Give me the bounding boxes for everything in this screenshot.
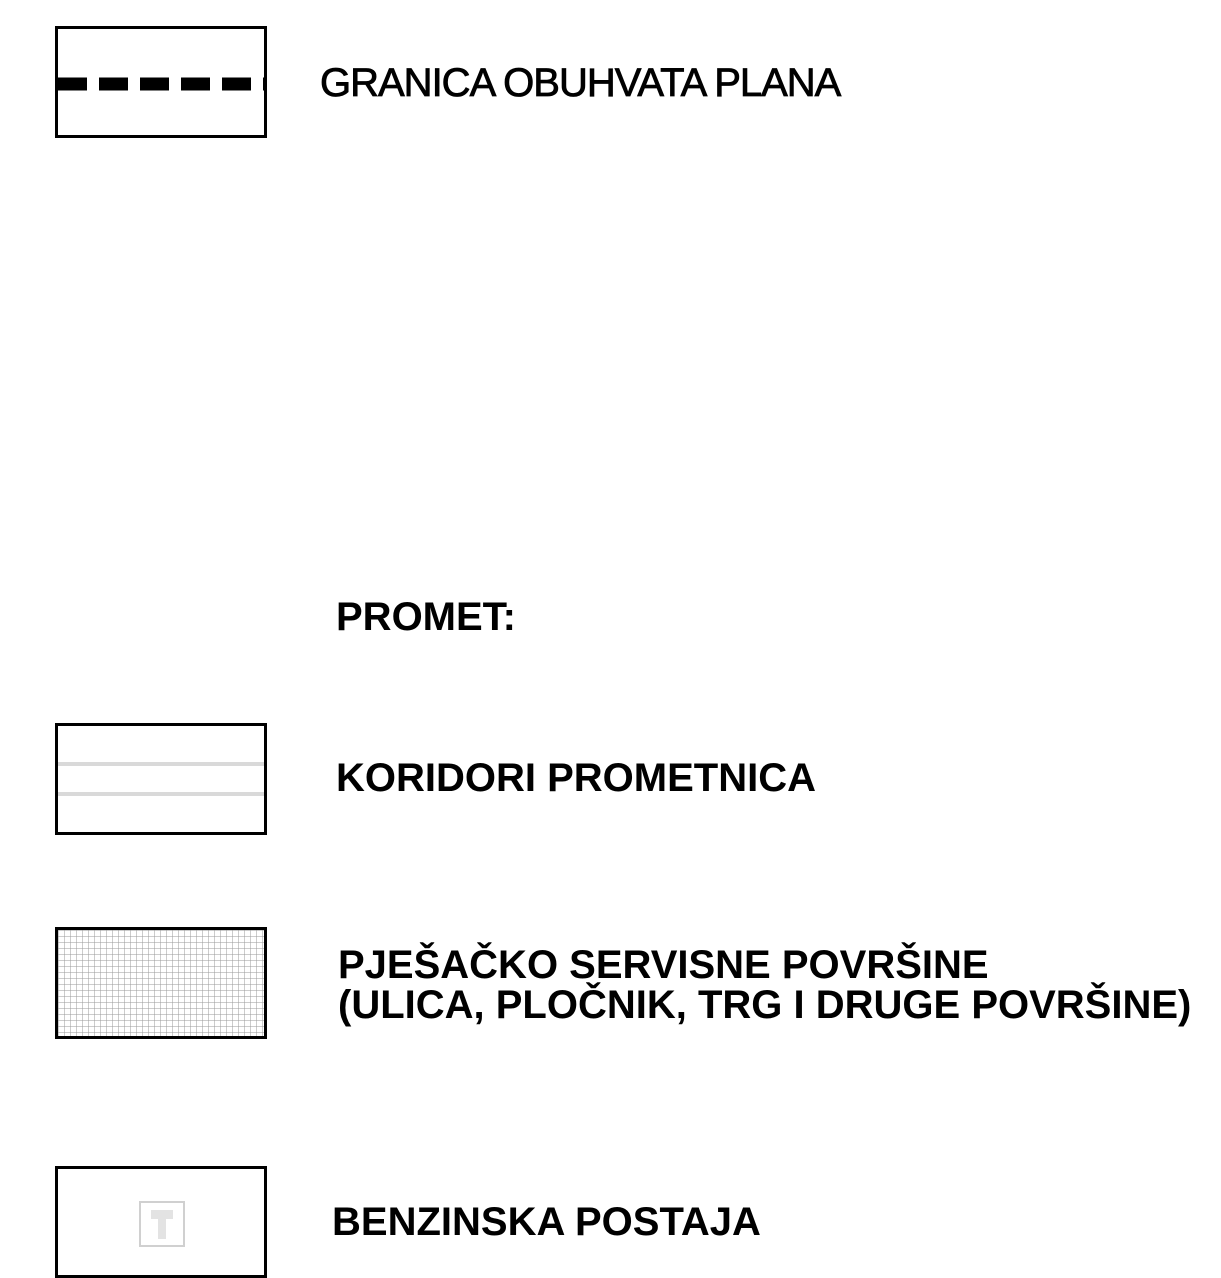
pedestrian-label: PJEŠAČKO SERVISNE POVRŠINE (ULICA, PLOČN… (338, 945, 1191, 1025)
boundary-swatch (55, 26, 267, 138)
fine-grid-hatch-icon (58, 930, 264, 1036)
dashed-boundary-line-icon (58, 77, 264, 91)
boundary-label: GRANICA OBUHVATA PLANA (320, 61, 842, 105)
petrol-label: BENZINSKA POSTAJA (332, 1200, 761, 1244)
fuel-pump-icon (139, 1201, 185, 1247)
pedestrian-swatch (55, 927, 267, 1039)
pedestrian-label-line2: (ULICA, PLOČNIK, TRG I DRUGE POVRŠINE) (338, 983, 1192, 1027)
pedestrian-label-line1: PJEŠAČKO SERVISNE POVRŠINE (338, 943, 989, 987)
corridor-label: KORIDORI PROMETNICA (336, 756, 816, 800)
double-grey-lines-icon (58, 762, 264, 796)
corridor-swatch (55, 723, 267, 835)
petrol-swatch (55, 1166, 267, 1278)
section-heading: PROMET: (336, 595, 516, 639)
